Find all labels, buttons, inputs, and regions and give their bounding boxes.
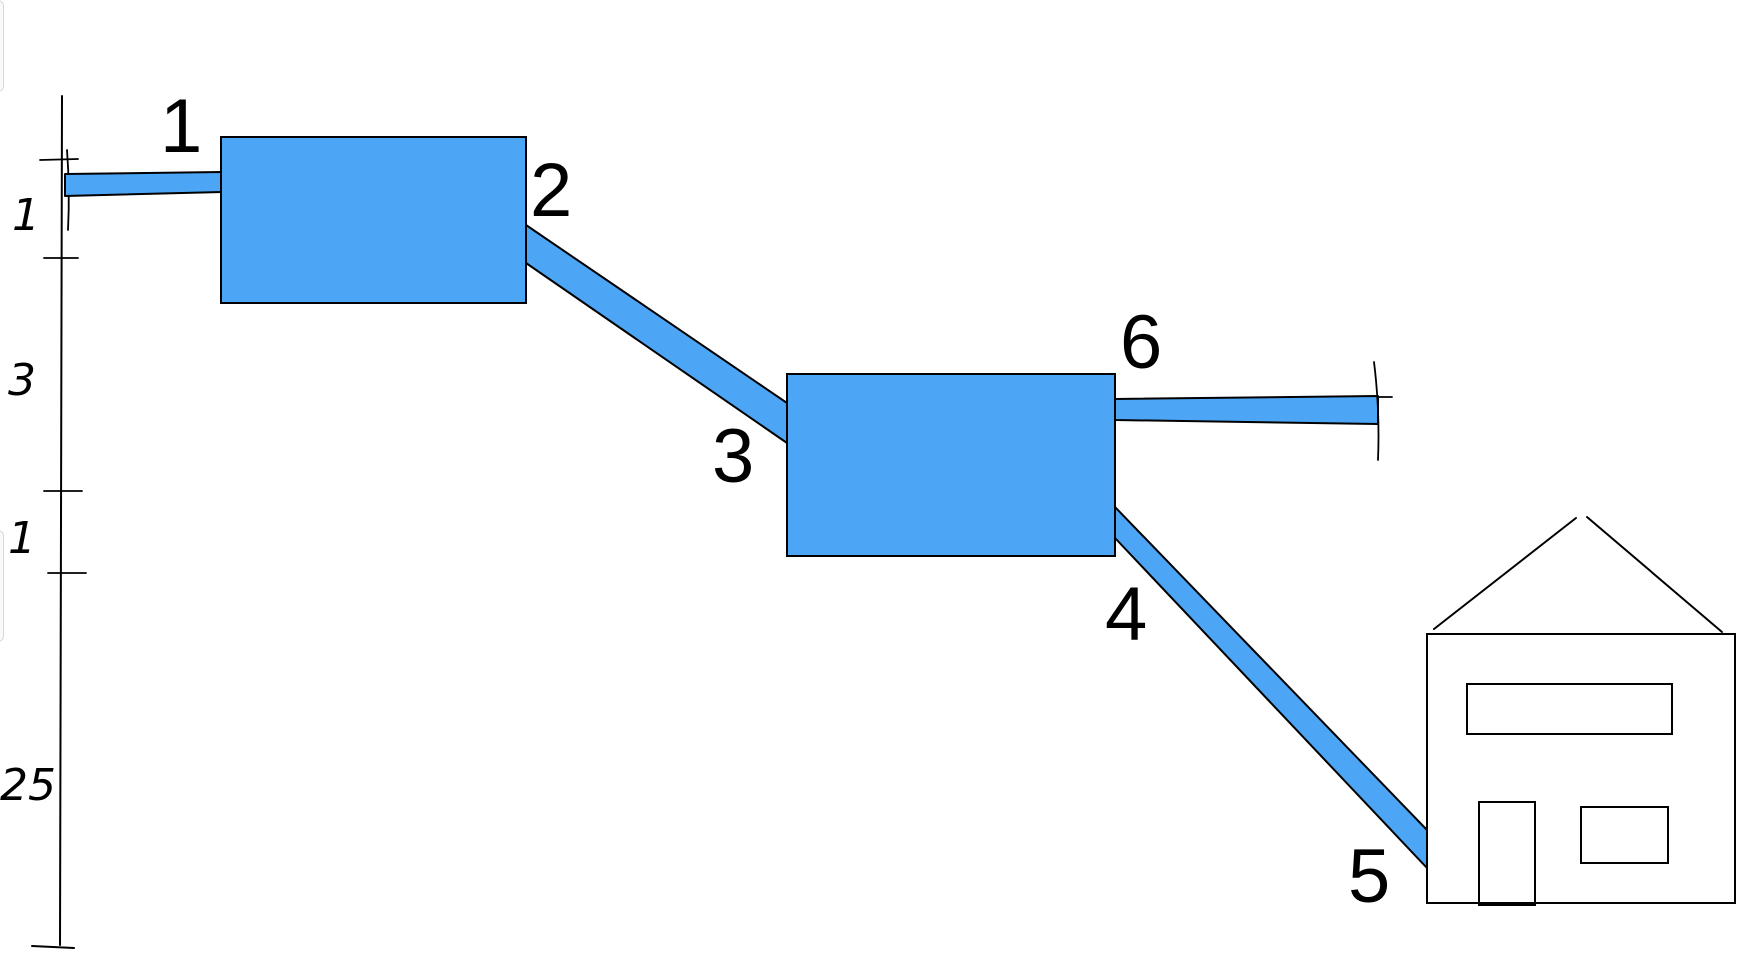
point-label-6: 6: [1120, 300, 1162, 385]
scale-tick-top: [39, 158, 79, 161]
house-upper-window: [1466, 683, 1673, 735]
scale-label-3: 3: [8, 355, 36, 406]
upper-tank: [220, 136, 527, 304]
scale-axis: [59, 95, 63, 946]
point-label-4: 4: [1105, 572, 1147, 657]
scale-label-1: 1: [12, 190, 40, 241]
house: [1426, 516, 1736, 906]
elevation-scale: 1 3 1 25: [0, 95, 87, 949]
house-roof-left: [1433, 517, 1577, 630]
house-lower-window: [1580, 806, 1669, 864]
scale-label-25: 25: [0, 760, 56, 811]
point-label-1: 1: [160, 84, 202, 169]
point-label-3: 3: [712, 414, 754, 499]
house-roof-right: [1586, 516, 1723, 633]
point-label-2: 2: [530, 148, 572, 233]
outlet-end-marker: [1373, 361, 1380, 461]
middle-tank: [786, 373, 1116, 557]
pipe-2-to-3: [525, 224, 788, 444]
inlet-pipe: [64, 171, 223, 197]
pipe-4-to-5: [1114, 506, 1428, 869]
scale-label-1b: 1: [8, 513, 36, 564]
house-body: [1426, 633, 1736, 904]
scale-base: [31, 945, 75, 949]
point-label-5: 5: [1348, 834, 1390, 919]
house-door: [1478, 801, 1536, 906]
outlet-pipe-6: [1114, 395, 1379, 425]
